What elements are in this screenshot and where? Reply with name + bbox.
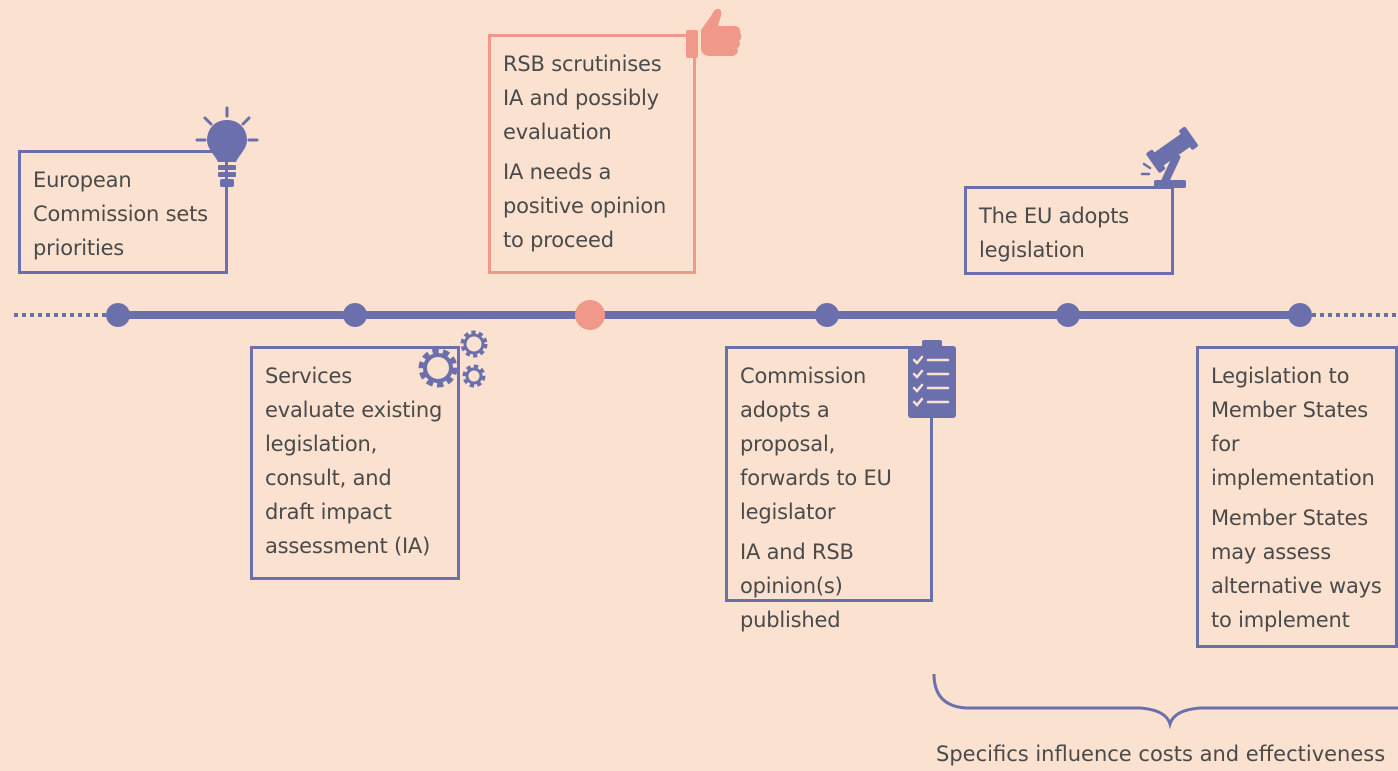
- step-heading: The EU adopts legislation: [979, 204, 1129, 262]
- step-heading: European Commission sets priorities: [33, 168, 208, 260]
- brace-caption: Specifics influence costs and effectiven…: [936, 742, 1386, 766]
- timeline-node: [1288, 303, 1312, 327]
- timeline-node: [815, 303, 839, 327]
- thumbs-up-icon: [686, 8, 742, 58]
- lightbulb-icon: [195, 106, 259, 187]
- step-heading: Legislation to Member States for impleme…: [1211, 364, 1375, 490]
- timeline-node: [343, 303, 367, 327]
- timeline-node-highlight: [575, 300, 605, 330]
- brace: [932, 673, 1398, 730]
- timeline-node: [1056, 303, 1080, 327]
- step-box-1: European Commission sets priorities: [18, 150, 228, 274]
- step-box-5: The EU adopts legislation: [964, 186, 1174, 275]
- step-detail: IA and RSB opinion(s) published: [740, 540, 854, 632]
- timeline-node: [106, 303, 130, 327]
- gears-icon: [418, 330, 488, 388]
- checklist-icon: [908, 340, 956, 418]
- step-heading: RSB scrutinises IA and possibly evaluati…: [503, 52, 662, 144]
- step-box-3: RSB scrutinises IA and possibly evaluati…: [488, 34, 696, 274]
- step-heading: Services evaluate existing legislation, …: [265, 364, 443, 558]
- step-detail: IA needs a positive opinion to proceed: [503, 160, 667, 252]
- step-box-6: Legislation to Member States for impleme…: [1196, 346, 1398, 648]
- step-box-2: Services evaluate existing legislation, …: [250, 346, 460, 580]
- step-box-4: Commission adopts a proposal, forwards t…: [725, 346, 933, 632]
- gavel-icon: [1140, 126, 1198, 189]
- step-heading: Commission adopts a proposal, forwards t…: [740, 364, 892, 524]
- step-detail: Member States may assess alternative way…: [1211, 506, 1382, 632]
